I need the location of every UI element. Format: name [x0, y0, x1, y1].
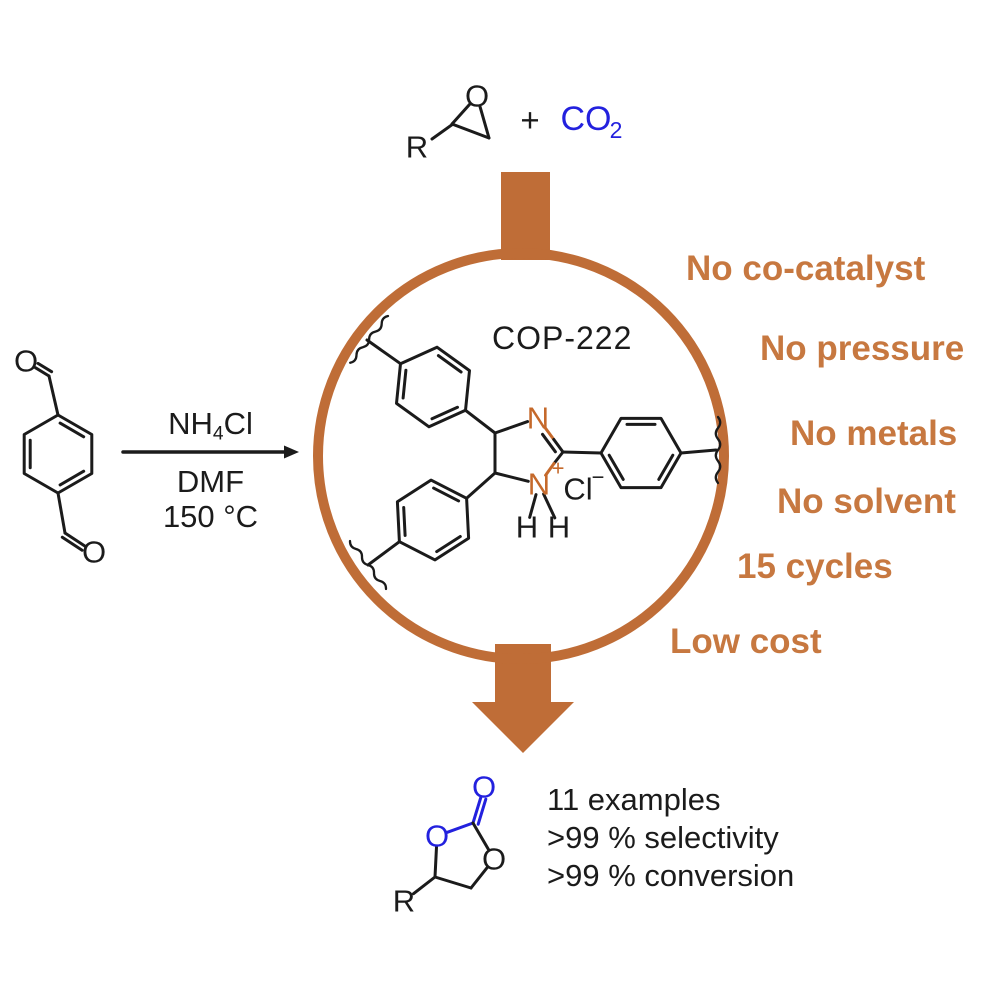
nh-hydrogen-right: H — [548, 510, 570, 545]
catalyst-circle — [313, 248, 729, 664]
plus-sign: + — [520, 102, 539, 139]
feature-no-metals: No metals — [790, 414, 958, 453]
product-r-label: R — [393, 884, 415, 919]
imidazolinium-ring — [464, 408, 603, 520]
polymer-wavy-bond-top-left — [349, 314, 390, 364]
epoxide-oxygen-label: O — [465, 79, 489, 114]
benzene-ring — [22, 413, 94, 495]
chloride-minus-charge: − — [592, 465, 605, 490]
inlet-arrow — [501, 172, 550, 260]
phenyl-ring-right — [599, 416, 683, 490]
ring-oxygen-right-label: O — [482, 842, 506, 877]
aldehyde-oxygen-bottom: O — [82, 535, 106, 570]
conditions-temperature: 150 °C — [162, 499, 259, 534]
reagent-subscript: 4 — [212, 423, 224, 445]
ring-oxygen-left-label: O — [425, 819, 449, 854]
reagent-main: NH — [168, 406, 213, 441]
feature-no-solvent: No solvent — [777, 482, 956, 521]
nitrogen-plus-charge: + — [552, 456, 565, 481]
product-structure: O O O R — [393, 770, 506, 919]
phenyl-ring-bottom-left — [395, 478, 471, 562]
conditions-reagent: NH4Cl — [118, 406, 303, 445]
polymer-wavy-bond-right — [714, 415, 722, 485]
feature-no-cocatalyst: No co-catalyst — [686, 249, 926, 288]
catalyst-structure: N N + H H Cl − — [348, 314, 722, 591]
carbonyl-oxygen-label: O — [472, 770, 496, 805]
conditions-solvent: DMF — [176, 464, 245, 499]
results-conversion: >99 % conversion — [547, 858, 795, 893]
polymer-wavy-bond-bottom-left — [348, 539, 388, 591]
nitrogen-bottom-label: N — [528, 467, 550, 502]
results-selectivity: >99 % selectivity — [547, 820, 779, 855]
phenyl-ring-top-left — [395, 345, 471, 429]
co2-main: CO — [561, 100, 612, 138]
feature-no-pressure: No pressure — [760, 329, 965, 368]
epoxide-r-label: R — [406, 130, 428, 165]
nitrogen-top-label: N — [527, 401, 549, 436]
epoxide-structure: R O — [406, 79, 491, 165]
aldehyde-oxygen-top: O — [14, 344, 38, 379]
reaction-arrow — [121, 445, 299, 459]
reagent-tail: Cl — [223, 406, 253, 441]
results-block: 11 examples >99 % selectivity >99 % conv… — [547, 781, 794, 895]
feature-15-cycles: 15 cycles — [737, 547, 893, 586]
co2-subscript: 2 — [610, 117, 623, 143]
feature-low-cost: Low cost — [670, 622, 822, 661]
results-examples: 11 examples — [547, 782, 721, 817]
chloride-anion-label: Cl — [563, 472, 592, 507]
co2-label: CO 2 — [561, 100, 623, 143]
catalyst-name: COP-222 — [492, 320, 633, 356]
nh-hydrogen-left: H — [516, 510, 538, 545]
monomer-structure: O O — [14, 344, 106, 570]
